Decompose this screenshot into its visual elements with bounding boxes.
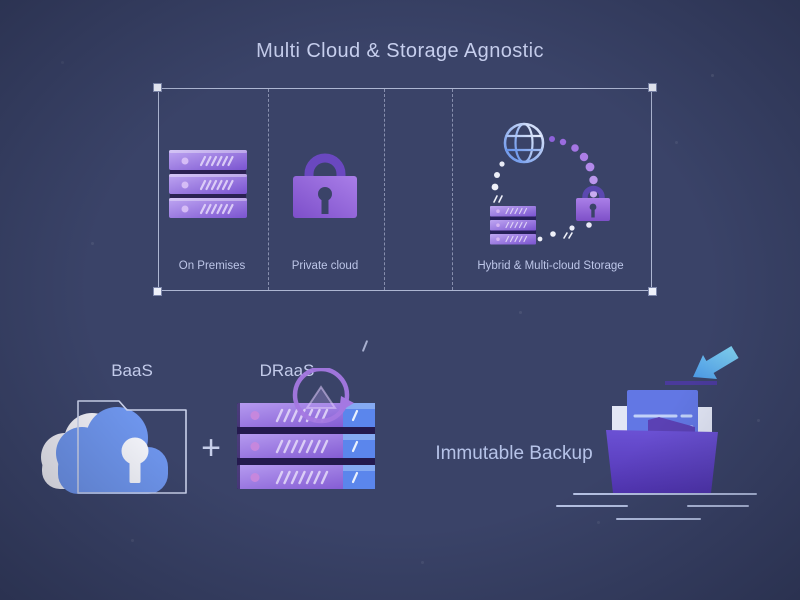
sparkle-slash-icon — [361, 340, 369, 352]
cloud-icon — [56, 407, 168, 494]
globe-sync-storage-icon — [490, 122, 610, 245]
column-divider — [384, 89, 385, 290]
keyhole-icon — [121, 437, 149, 483]
mini-padlock-icon — [576, 185, 610, 221]
open-folder-front — [606, 430, 718, 493]
selection-handle-bottom-left — [153, 287, 162, 296]
padlock-icon — [293, 153, 357, 218]
folder-ledge — [665, 381, 717, 385]
draas-label: DRaaS — [259, 361, 315, 380]
immutable-backup-label: Immutable Backup — [435, 443, 593, 464]
document-card — [612, 406, 630, 437]
section-label-private-cloud: Private cloud — [291, 260, 359, 272]
globe-icon — [503, 122, 545, 164]
plus-icon: + — [201, 429, 221, 467]
selection-handle-top-right — [648, 83, 657, 92]
baas-label: BaaS — [111, 361, 153, 380]
page-title: Multi Cloud & Storage Agnostic — [256, 40, 544, 62]
background-noise-texture — [0, 0, 1, 1]
open-folder-documents-arrow-icon — [556, 346, 757, 520]
document-card — [697, 407, 712, 436]
mini-server-stack-icon — [490, 206, 536, 245]
section-label-hybrid-multicloud: Hybrid & Multi-cloud Storage — [477, 260, 624, 272]
ground-lines — [556, 493, 757, 520]
section-label-on-premises: On Premises — [178, 260, 246, 272]
storage-selection-frame — [153, 83, 657, 296]
folder-back-corner — [648, 417, 695, 432]
column-divider — [452, 89, 453, 290]
download-arrow-icon — [693, 346, 739, 379]
refresh-cycle-icon — [292, 368, 354, 424]
column-divider — [268, 89, 269, 290]
folder-outline-icon — [77, 400, 187, 494]
selection-handle-top-left — [153, 83, 162, 92]
cloud-keyhole-folder-icon — [41, 400, 187, 494]
server-stack-refresh-icon — [237, 368, 375, 489]
server-stack-icon — [169, 150, 247, 218]
selection-handle-bottom-right — [648, 287, 657, 296]
